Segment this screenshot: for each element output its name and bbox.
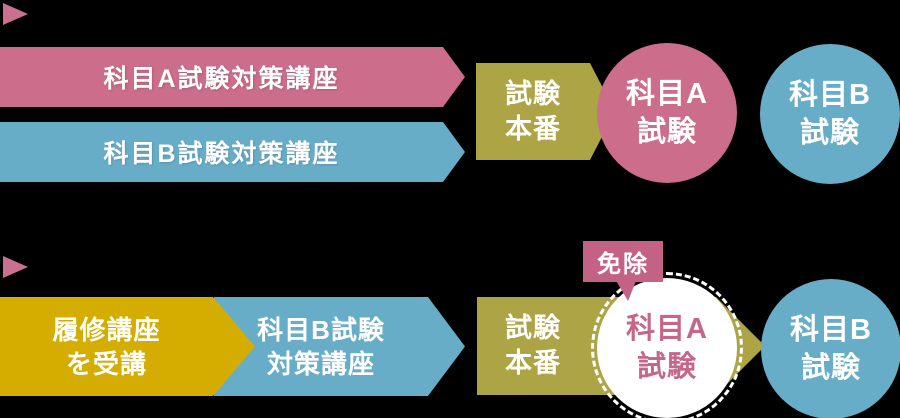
subject-b-exam-circle-bottom: 科目B 試験 [761, 279, 900, 418]
exempt-subject-a-circle: 科目A 試験 [597, 278, 737, 418]
subject-b-exam-label-top: 科目B 試験 [789, 79, 871, 149]
exempt-dashed-ring [591, 272, 743, 418]
subject-a-exam-circle-top: 科目A 試験 [597, 43, 737, 183]
exempt-subject-a-label: 科目A 試験 [626, 313, 708, 383]
subject-b-exam-label-bottom: 科目B 試験 [790, 314, 872, 384]
course-b-banner-label: 科目B試験対策講座 [103, 140, 340, 168]
exam-day-label-bottom: 試験 本番 [505, 313, 561, 378]
flow-start-bullet-bottom [3, 256, 28, 278]
course-b-arrow-bottom: 科目B試験 対策講座 [214, 297, 465, 396]
course-b-label-bottom: 科目B試験 対策講座 [257, 314, 385, 379]
exempt-badge-label: 免除 [597, 251, 649, 278]
course-a-banner-arrow: 科目A試験対策講座 [0, 47, 465, 107]
subject-b-exam-circle-top: 科目B 試験 [760, 44, 900, 184]
exam-day-label-top: 試験 本番 [505, 78, 561, 144]
subject-a-exam-label-top: 科目A 試験 [626, 78, 708, 148]
course-b-banner-arrow: 科目B試験対策講座 [0, 122, 465, 182]
enrollment-course-label: 履修講座 を受講 [52, 314, 161, 379]
flow-start-bullet-top [3, 3, 28, 25]
enrollment-course-arrow: 履修講座 を受講 [0, 297, 255, 396]
course-a-banner-label: 科目A試験対策講座 [103, 65, 340, 93]
exempt-badge: 免除 [583, 241, 663, 282]
exam-day-arrow-top: 試験 本番 [476, 63, 615, 160]
